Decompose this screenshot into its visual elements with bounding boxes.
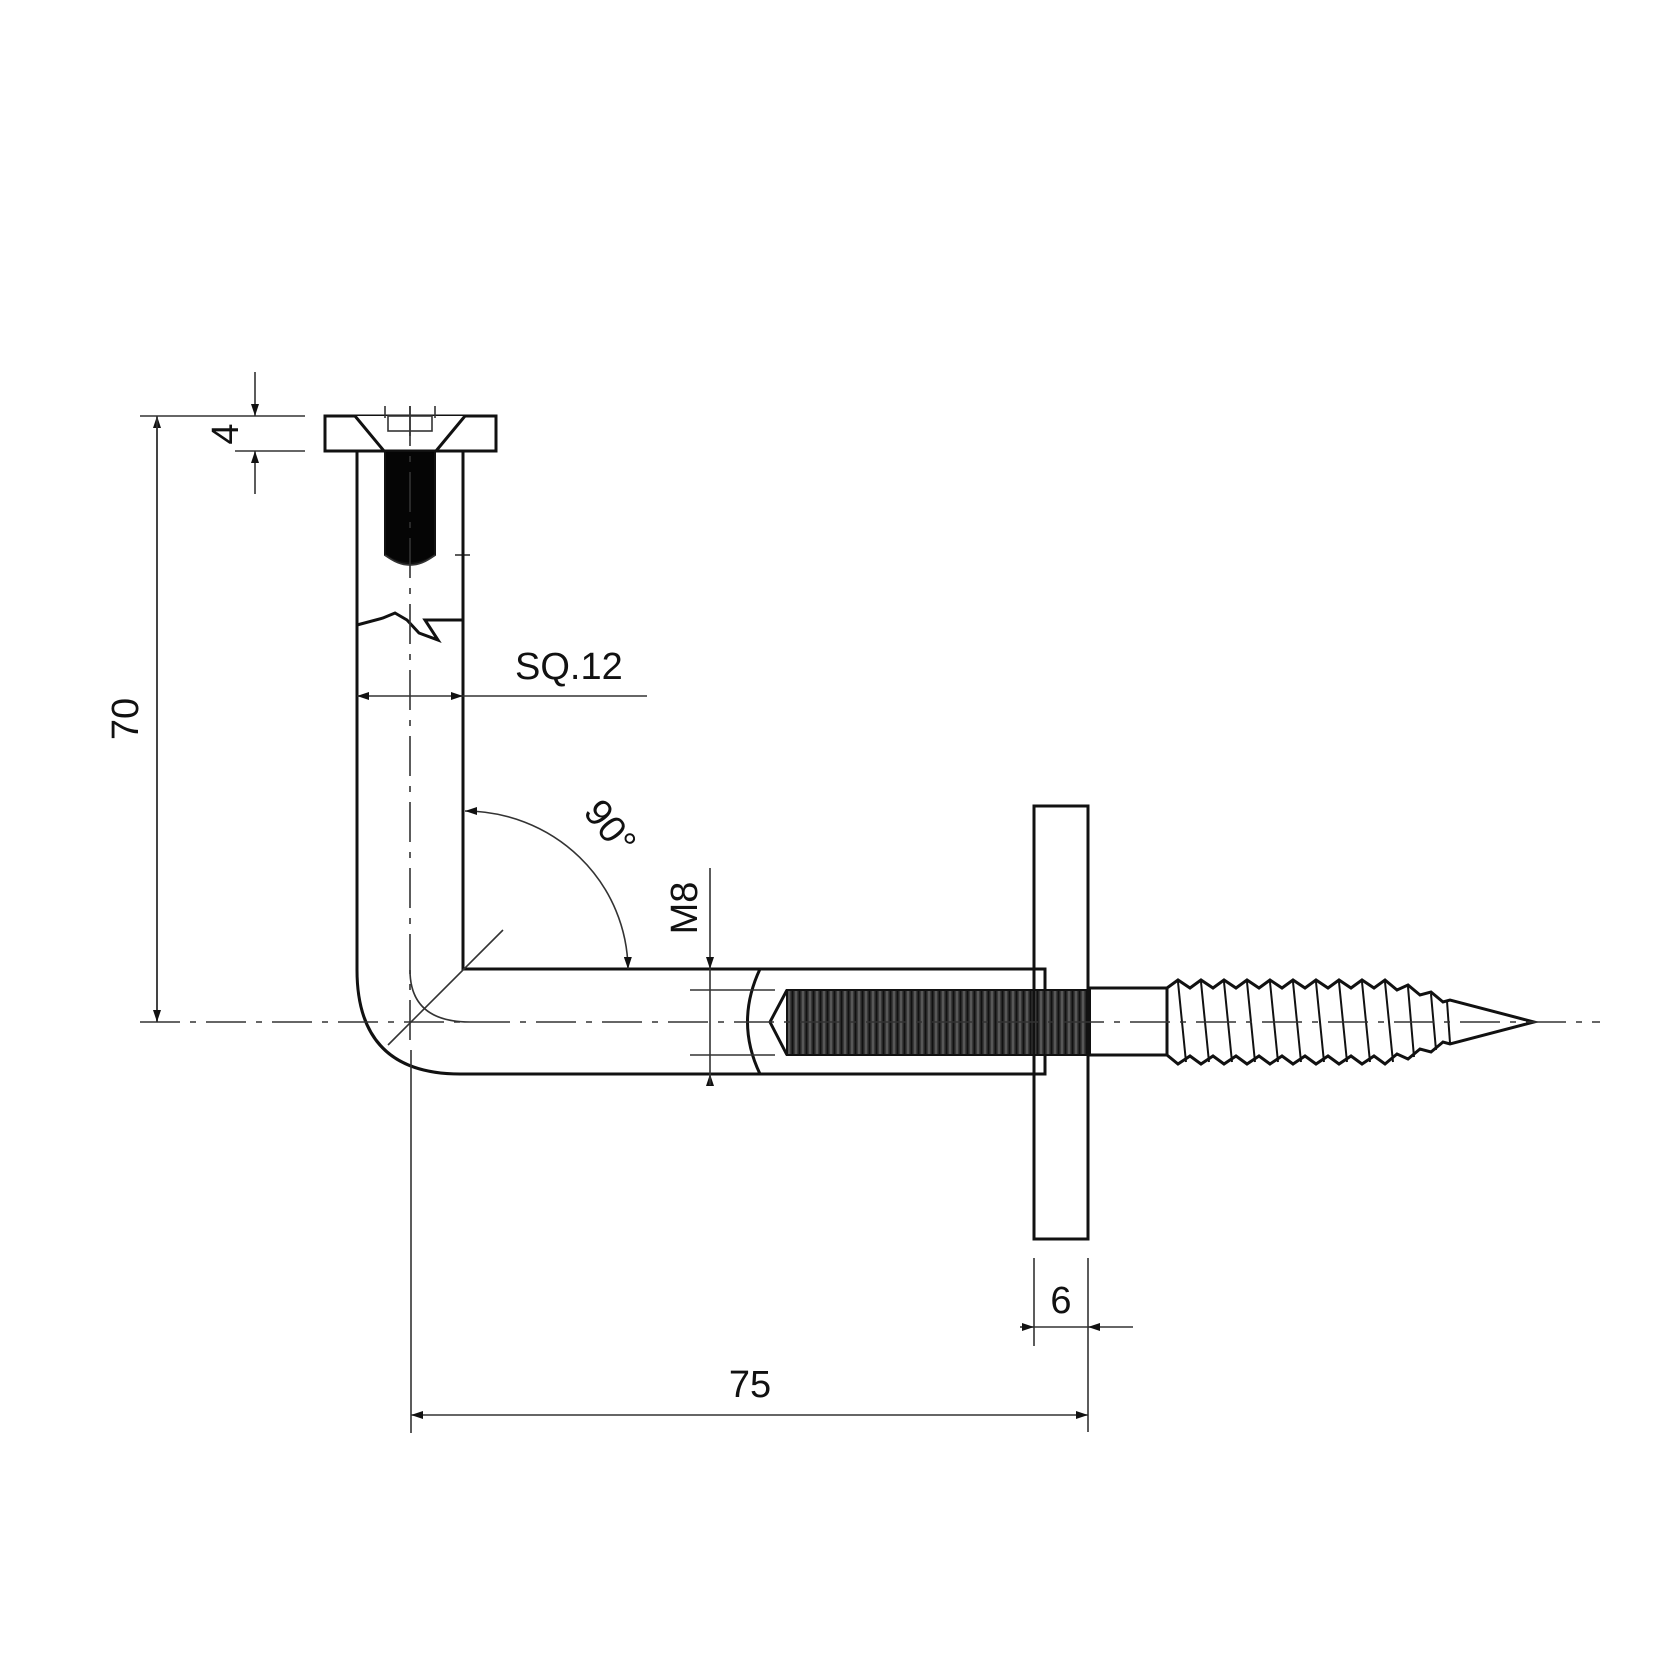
dim-90-label: 90° [575,792,643,863]
dim-thread-size: M8 [664,868,775,1086]
dim-overall-height: 70 [105,416,161,1022]
dim-70-label: 70 [105,698,147,740]
bracket [323,406,1091,1076]
dim-section-size: SQ.12 [357,646,647,700]
dim-6-label: 6 [1050,1280,1071,1322]
dim-m8-label: M8 [664,882,706,935]
vertical-leg-section [355,449,470,643]
dim-plate-thickness: 6 [1020,1258,1133,1432]
dim-bend-angle: 90° [464,792,644,970]
dim-overall-length: 75 [410,1050,1088,1433]
dim-4-label: 4 [205,423,247,444]
dim-75-label: 75 [729,1364,771,1406]
dim-sq12-label: SQ.12 [515,646,623,688]
dim-head-thickness: 4 [205,372,259,494]
